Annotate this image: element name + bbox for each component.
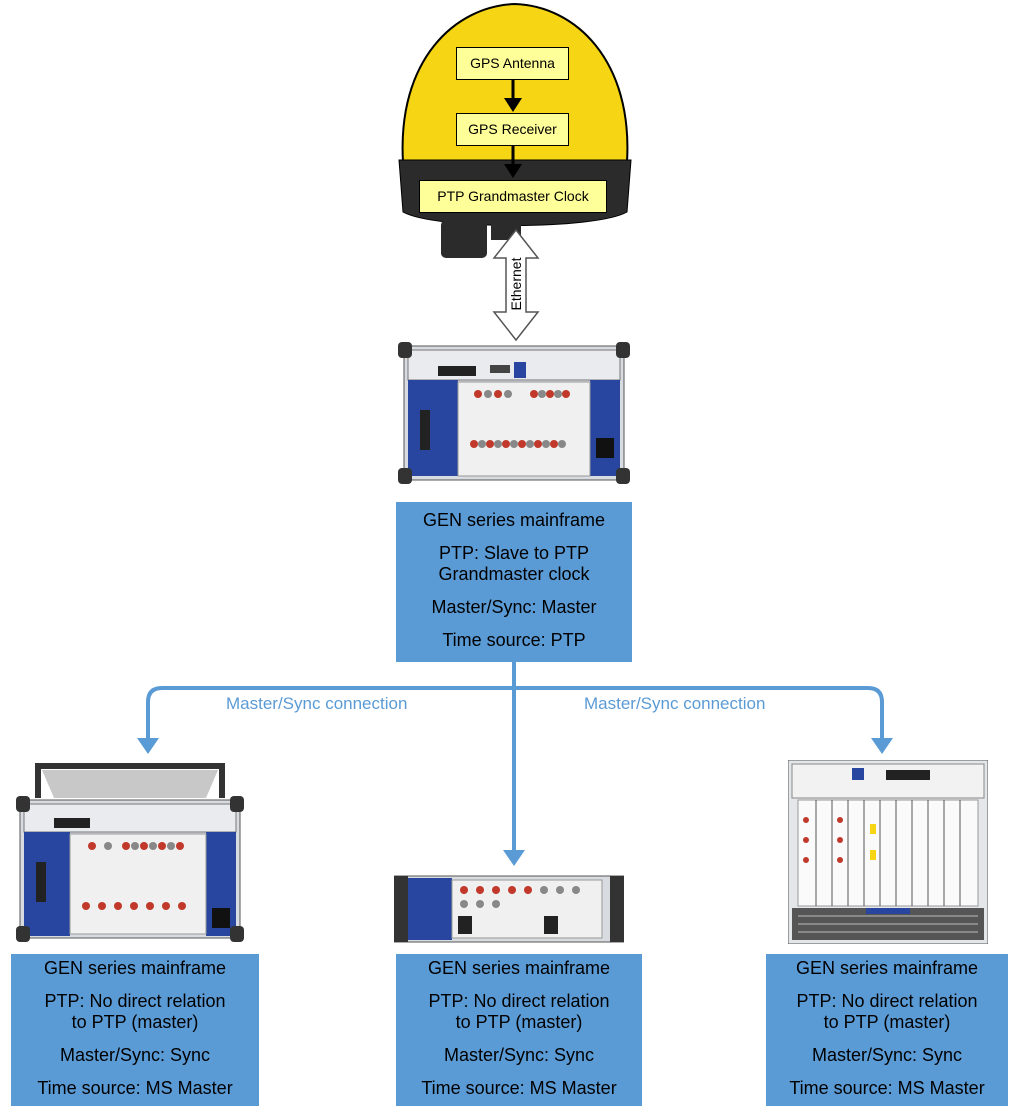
- connection-label-right: Master/Sync connection: [584, 694, 766, 713]
- master-info-box: GEN series mainframe PTP: Slave to PTP G…: [396, 502, 632, 662]
- slave-3-ptp-role: PTP: No direct relation to PTP (master): [796, 991, 978, 1032]
- slave-2-sync-role: Master/Sync: Sync: [443, 1045, 595, 1065]
- connection-label-left: Master/Sync connection: [226, 694, 408, 713]
- gps-receiver-box: GPS Receiver: [456, 113, 569, 146]
- slave-info-box-2: GEN series mainframe PTP: No direct rela…: [396, 954, 642, 1106]
- slave-2-title: GEN series mainframe: [427, 958, 611, 978]
- ethernet-label: Ethernet: [508, 257, 524, 311]
- master-title: GEN series mainframe: [422, 510, 606, 530]
- slave-1-title: GEN series mainframe: [43, 958, 227, 978]
- master-mainframe-device: [398, 342, 630, 484]
- ptp-grandmaster-clock-box: PTP Grandmaster Clock: [419, 180, 607, 213]
- slave-mainframe-device-3: [788, 760, 988, 944]
- master-ptp-role: PTP: Slave to PTP Grandmaster clock: [438, 543, 590, 584]
- slave-3-time-source: Time source: MS Master: [789, 1078, 985, 1098]
- slave-info-box-1: GEN series mainframe PTP: No direct rela…: [11, 954, 259, 1106]
- arrow-antenna-to-receiver: [504, 80, 522, 112]
- ptp-grandmaster-clock-label: PTP Grandmaster Clock: [437, 188, 589, 204]
- slave-mainframe-device-2: [394, 875, 624, 943]
- master-sync-connections: [137, 660, 893, 866]
- slave-1-ptp-role: PTP: No direct relation to PTP (master): [44, 991, 226, 1032]
- slave-info-box-3: GEN series mainframe PTP: No direct rela…: [766, 954, 1008, 1106]
- slave-3-sync-role: Master/Sync: Sync: [811, 1045, 963, 1065]
- gps-antenna-box: GPS Antenna: [456, 47, 569, 80]
- arrow-receiver-to-clock: [504, 146, 522, 178]
- slave-3-title: GEN series mainframe: [795, 958, 979, 978]
- master-sync-role: Master/Sync: Master: [431, 597, 597, 617]
- ethernet-double-arrow: [492, 228, 540, 342]
- slave-mainframe-device-1: [16, 763, 244, 942]
- slave-2-time-source: Time source: MS Master: [421, 1078, 617, 1098]
- slave-2-ptp-role: PTP: No direct relation to PTP (master): [428, 991, 610, 1032]
- gps-receiver-label: GPS Receiver: [468, 121, 557, 137]
- slave-1-time-source: Time source: MS Master: [37, 1078, 233, 1098]
- master-time-source: Time source: PTP: [442, 630, 586, 650]
- slave-1-sync-role: Master/Sync: Sync: [59, 1045, 211, 1065]
- gps-antenna-label: GPS Antenna: [470, 55, 555, 71]
